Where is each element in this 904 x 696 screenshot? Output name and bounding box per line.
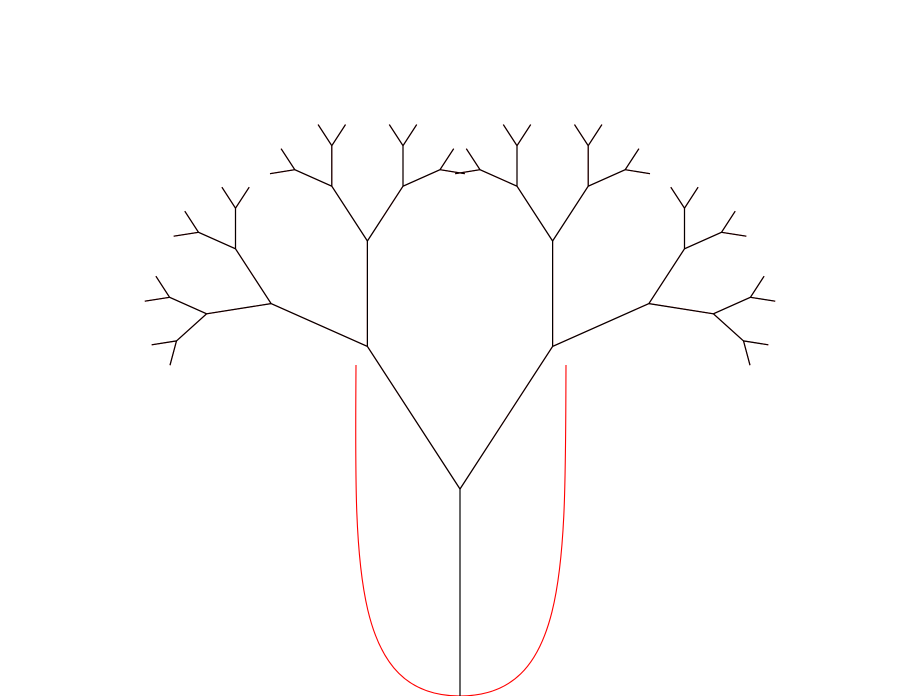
curve-loop	[356, 365, 460, 696]
branch-segment	[517, 125, 531, 146]
branch-segment	[271, 304, 367, 347]
branch-segment	[207, 304, 272, 314]
branch-segment	[281, 149, 295, 170]
branch-segment	[170, 297, 207, 314]
branch-segment	[403, 170, 440, 187]
branch-segment	[480, 170, 517, 187]
branch-segment	[367, 186, 403, 241]
branch-segment	[156, 276, 170, 297]
branch-segment	[685, 187, 699, 208]
branch-segment	[588, 125, 602, 146]
branch-segment	[177, 314, 207, 341]
branch-segment	[389, 125, 403, 146]
branch-segment	[685, 232, 722, 249]
branch-segment	[170, 341, 177, 365]
branch-segment	[750, 276, 764, 297]
branch-segment	[236, 249, 272, 304]
branch-segment	[295, 170, 332, 187]
branch-segment	[403, 125, 417, 146]
branch-segment	[455, 170, 480, 174]
branch-segment	[722, 211, 736, 232]
branch-segment	[671, 187, 685, 208]
branch-segment	[750, 297, 775, 301]
branch-segment	[575, 125, 589, 146]
branch-segment	[332, 186, 368, 241]
branch-segment	[332, 125, 346, 146]
branch-segment	[713, 314, 743, 341]
branch-segment	[713, 297, 750, 314]
black-branch-layer	[145, 125, 775, 696]
branch-segment	[588, 170, 625, 187]
curve-loop	[460, 365, 566, 696]
branch-segment	[466, 149, 480, 170]
branch-segment	[722, 232, 747, 236]
branch-segment	[367, 346, 460, 489]
branch-segment	[744, 341, 751, 365]
branch-segment	[236, 187, 250, 208]
branch-segment	[174, 232, 199, 236]
branch-segment	[744, 341, 769, 345]
branch-segment	[553, 304, 649, 347]
branch-segment	[649, 249, 685, 304]
branch-segment	[649, 304, 714, 314]
branch-segment	[199, 232, 236, 249]
branch-segment	[145, 297, 170, 301]
branch-segment	[625, 149, 639, 170]
branch-segment	[440, 149, 454, 170]
branch-segment	[503, 125, 517, 146]
branch-segment	[517, 186, 553, 241]
branch-segment	[152, 341, 177, 345]
branch-segment	[222, 187, 236, 208]
branch-segment	[625, 170, 650, 174]
branch-segment	[318, 125, 332, 146]
branch-segment	[185, 211, 199, 232]
branch-segment	[460, 346, 553, 489]
branch-segment	[270, 170, 295, 174]
branch-segment	[553, 186, 589, 241]
